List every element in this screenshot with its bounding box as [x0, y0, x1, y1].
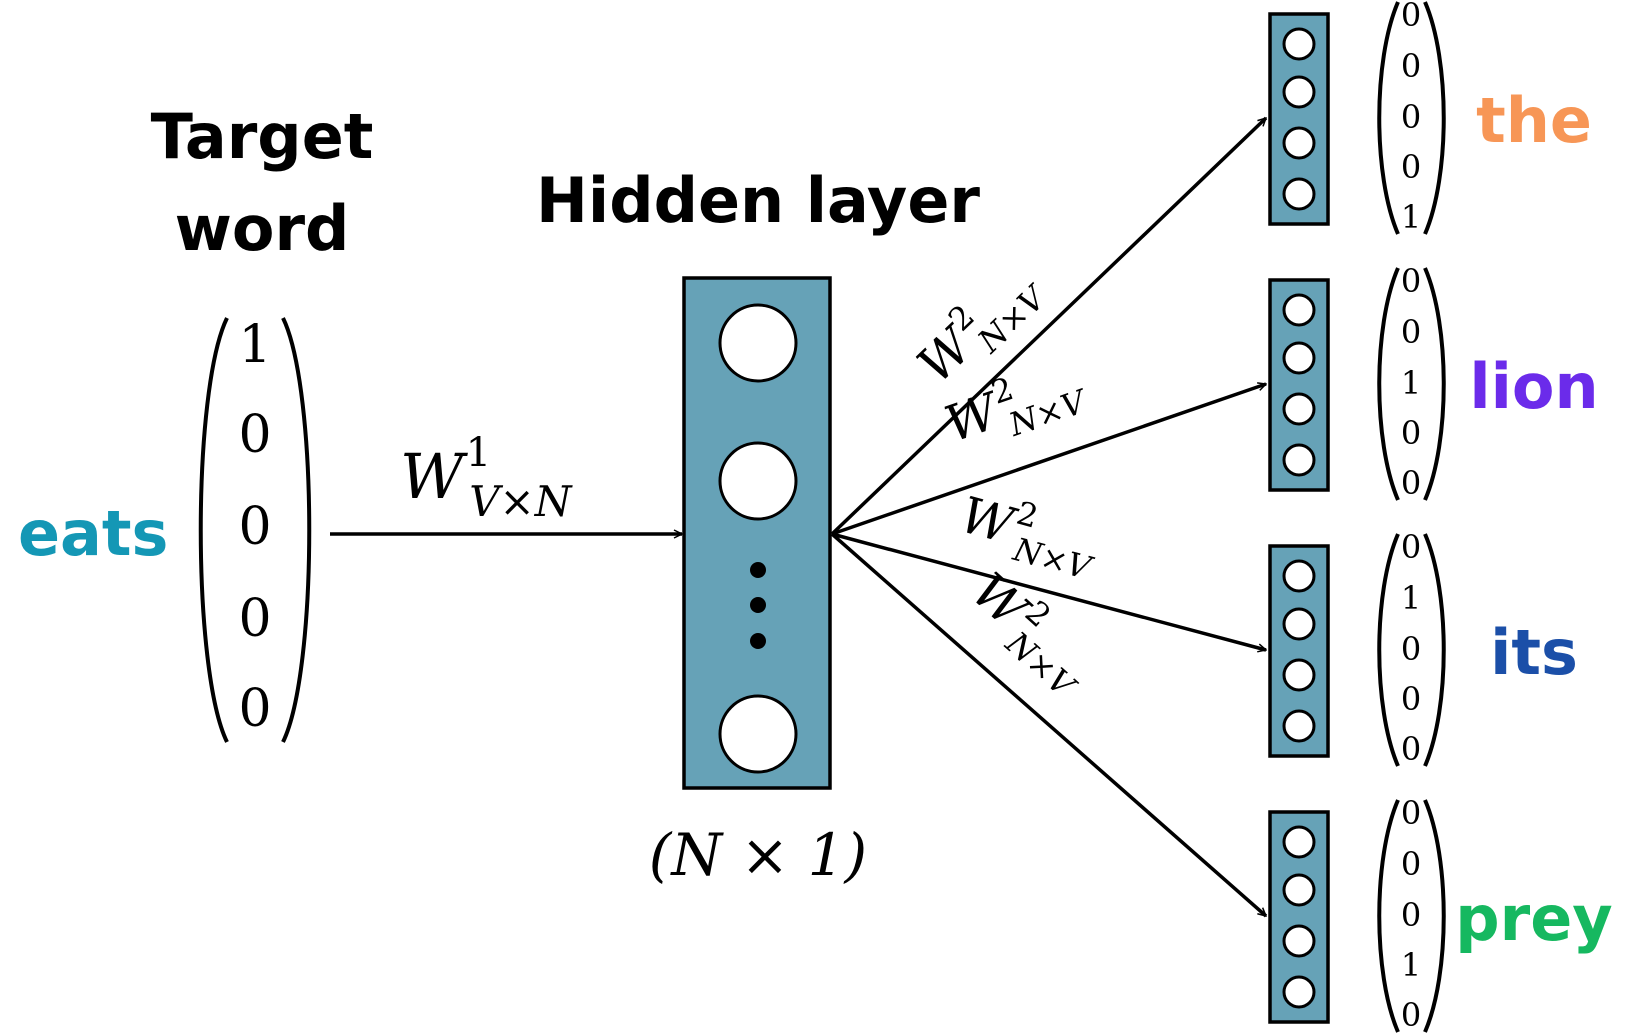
- output-neuron: [1282, 975, 1316, 1009]
- output-neuron: [1282, 825, 1316, 859]
- output-vector-entry: 0: [1401, 996, 1421, 1034]
- hidden-to-output-arrow-prey: [830, 532, 1266, 918]
- output-vector-entry: 0: [1401, 0, 1421, 34]
- ellipsis-dot: [750, 597, 766, 613]
- hidden-layer-title: Hidden layer: [536, 164, 980, 237]
- output-word-label: the: [1476, 84, 1592, 157]
- output-neuron: [1282, 607, 1316, 641]
- input-word-label: eats: [18, 497, 168, 570]
- hidden-neuron: [718, 441, 798, 521]
- output-neuron: [1282, 559, 1316, 593]
- output-vector-entry: 0: [1401, 464, 1421, 502]
- output-block-the: 0 0 0 0 1 the: [1268, 0, 1592, 236]
- output-neuron: [1282, 27, 1316, 61]
- output-vector-left-paren: [1377, 533, 1400, 767]
- input-vector-left-paren: [198, 317, 229, 743]
- output-vector-left-paren: [1377, 799, 1400, 1033]
- output-vector-entry: 0: [1401, 680, 1421, 718]
- ellipsis-dot: [750, 633, 766, 649]
- output-vector-entry: 0: [1401, 794, 1421, 832]
- output-vector-right-paren: [1423, 533, 1446, 767]
- output-vector-entry: 0: [1401, 896, 1421, 934]
- svg-text:W 2 N×V: W 2 N×V: [902, 251, 1055, 402]
- input-vector-entry: 0: [238, 589, 271, 649]
- output-neuron: [1282, 709, 1316, 743]
- output-word-label: prey: [1455, 882, 1612, 955]
- hidden-layer-box: [682, 276, 832, 790]
- output-neuron: [1282, 75, 1316, 109]
- output-block-its: 0 1 0 0 0 its: [1268, 528, 1578, 768]
- output-neuron: [1282, 392, 1316, 426]
- output-vector-entry: 0: [1401, 262, 1421, 300]
- hidden-to-output-arrow-the: [830, 116, 1268, 536]
- output-vector-right-paren: [1423, 799, 1446, 1033]
- output-block-prey: 0 0 0 1 0 prey: [1268, 794, 1613, 1034]
- output-vector-entry: 0: [1401, 730, 1421, 768]
- output-vector-entry: 0: [1401, 845, 1421, 883]
- hidden-to-output-arrow-its: [831, 532, 1266, 650]
- output-vector-entry: 0: [1401, 98, 1421, 136]
- output-vector-entry: 0: [1401, 630, 1421, 668]
- input-vector-right-paren: [281, 317, 312, 743]
- hidden-neuron: [718, 694, 798, 774]
- output-word-label: lion: [1469, 350, 1598, 423]
- output-neuron: [1282, 177, 1316, 211]
- input-vector-entry: 0: [238, 679, 271, 739]
- ellipsis-dot: [750, 562, 766, 578]
- output-vector-right-paren: [1423, 1, 1446, 235]
- output-vector-entry: 1: [1401, 946, 1421, 984]
- output-vector-entry: 1: [1401, 198, 1421, 236]
- output-neuron: [1282, 293, 1316, 327]
- hidden-to-output-arrow-lion: [831, 384, 1266, 536]
- output-neuron: [1282, 924, 1316, 958]
- output-block-lion: 0 0 1 0 0 lion: [1268, 262, 1599, 502]
- output-vector-entry: 1: [1401, 364, 1421, 402]
- output-neuron: [1282, 341, 1316, 375]
- output-vector-entry: 0: [1401, 148, 1421, 186]
- weight-2-label-the: W 2 N×V: [902, 251, 1055, 402]
- target-word-title-line1: Target: [151, 100, 374, 173]
- output-vector-left-paren: [1377, 267, 1400, 501]
- output-vector-entry: 0: [1401, 47, 1421, 85]
- input-vector-entry: 0: [238, 405, 271, 465]
- weight-1-label: W 1 V×N: [400, 430, 573, 526]
- target-word-title-line2: word: [175, 192, 350, 265]
- output-neuron: [1282, 873, 1316, 907]
- output-vector-right-paren: [1423, 267, 1446, 501]
- output-neuron: [1282, 443, 1316, 477]
- input-one-hot-vector: 1 0 0 0 0: [198, 315, 312, 743]
- output-neuron: [1282, 126, 1316, 160]
- output-neuron: [1282, 658, 1316, 692]
- input-vector-entry: 0: [238, 497, 271, 557]
- hidden-neuron: [718, 303, 798, 383]
- input-vector-entry: 1: [238, 315, 271, 375]
- output-vector-entry: 0: [1401, 313, 1421, 351]
- output-vector-entry: 0: [1401, 414, 1421, 452]
- output-vector-entry: 1: [1401, 579, 1421, 617]
- output-vector-left-paren: [1377, 1, 1400, 235]
- hidden-dimension-label: (N × 1): [649, 821, 867, 889]
- output-word-label: its: [1490, 616, 1578, 689]
- output-vector-entry: 0: [1401, 528, 1421, 566]
